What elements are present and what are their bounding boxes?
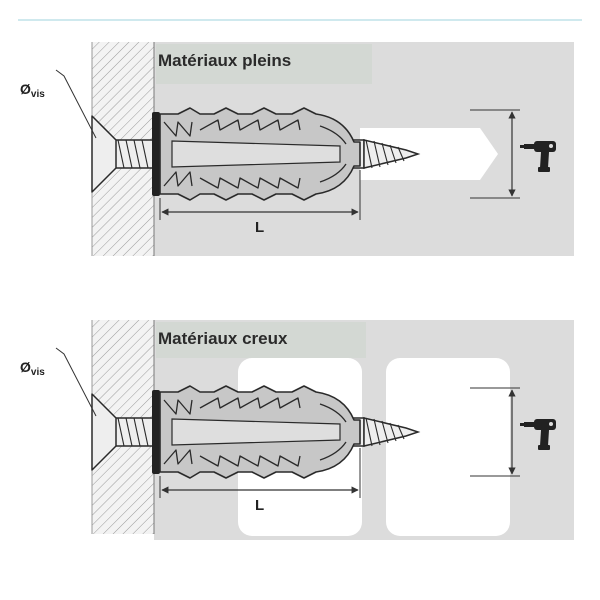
panel-title: Matériaux creux	[158, 329, 288, 348]
panel-solid: Matériaux pleins Øvis L	[20, 42, 574, 256]
diameter-symbol: Ø	[20, 81, 31, 97]
cavity-right	[386, 358, 510, 536]
diameter-label: Øvis	[20, 81, 45, 100]
panel-title: Matériaux pleins	[158, 51, 291, 70]
diameter-subscript: vis	[31, 367, 45, 378]
title-background	[156, 44, 372, 84]
panel-hollow: Matériaux creux Øvis L	[20, 320, 574, 540]
diameter-subscript: vis	[31, 89, 45, 100]
length-label: L	[255, 497, 264, 514]
length-label: L	[255, 219, 264, 236]
diameter-symbol: Ø	[20, 359, 31, 375]
diameter-label: Øvis	[20, 359, 45, 378]
drilled-hole	[360, 128, 498, 180]
title-background	[156, 322, 366, 358]
